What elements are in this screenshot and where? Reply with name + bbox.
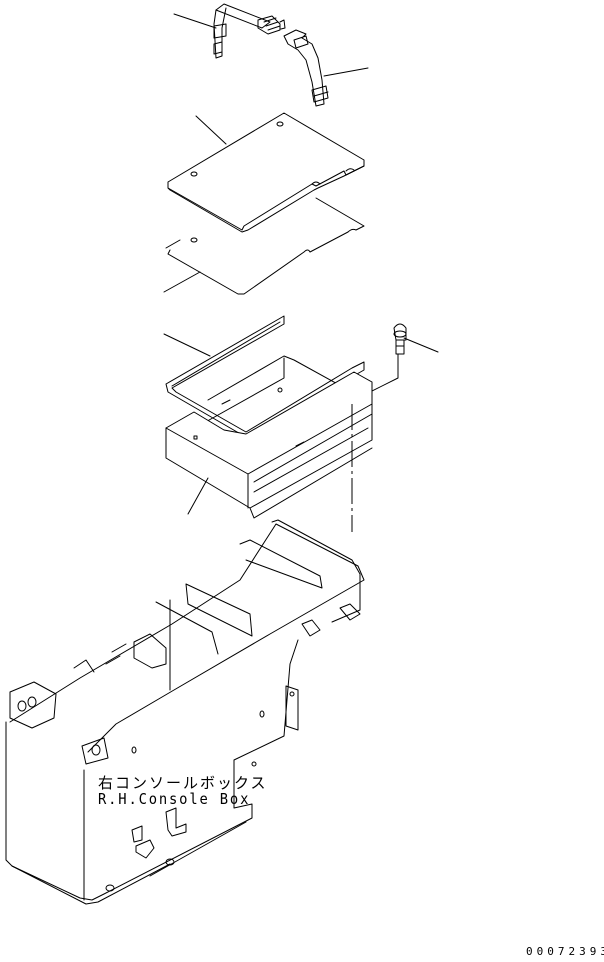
- bolt: [362, 324, 438, 396]
- cover-plate: [168, 113, 364, 232]
- assembly-label-jp: 右コンソールボックス: [98, 774, 268, 792]
- console-box: [6, 520, 364, 904]
- strap-right: [284, 30, 368, 106]
- tray: [166, 356, 372, 518]
- strap-left: [174, 4, 285, 58]
- assembly-label-en: R.H.Console Box: [98, 790, 251, 808]
- drawing-number: 00072393: [526, 945, 604, 958]
- mat-sheet: [164, 198, 364, 294]
